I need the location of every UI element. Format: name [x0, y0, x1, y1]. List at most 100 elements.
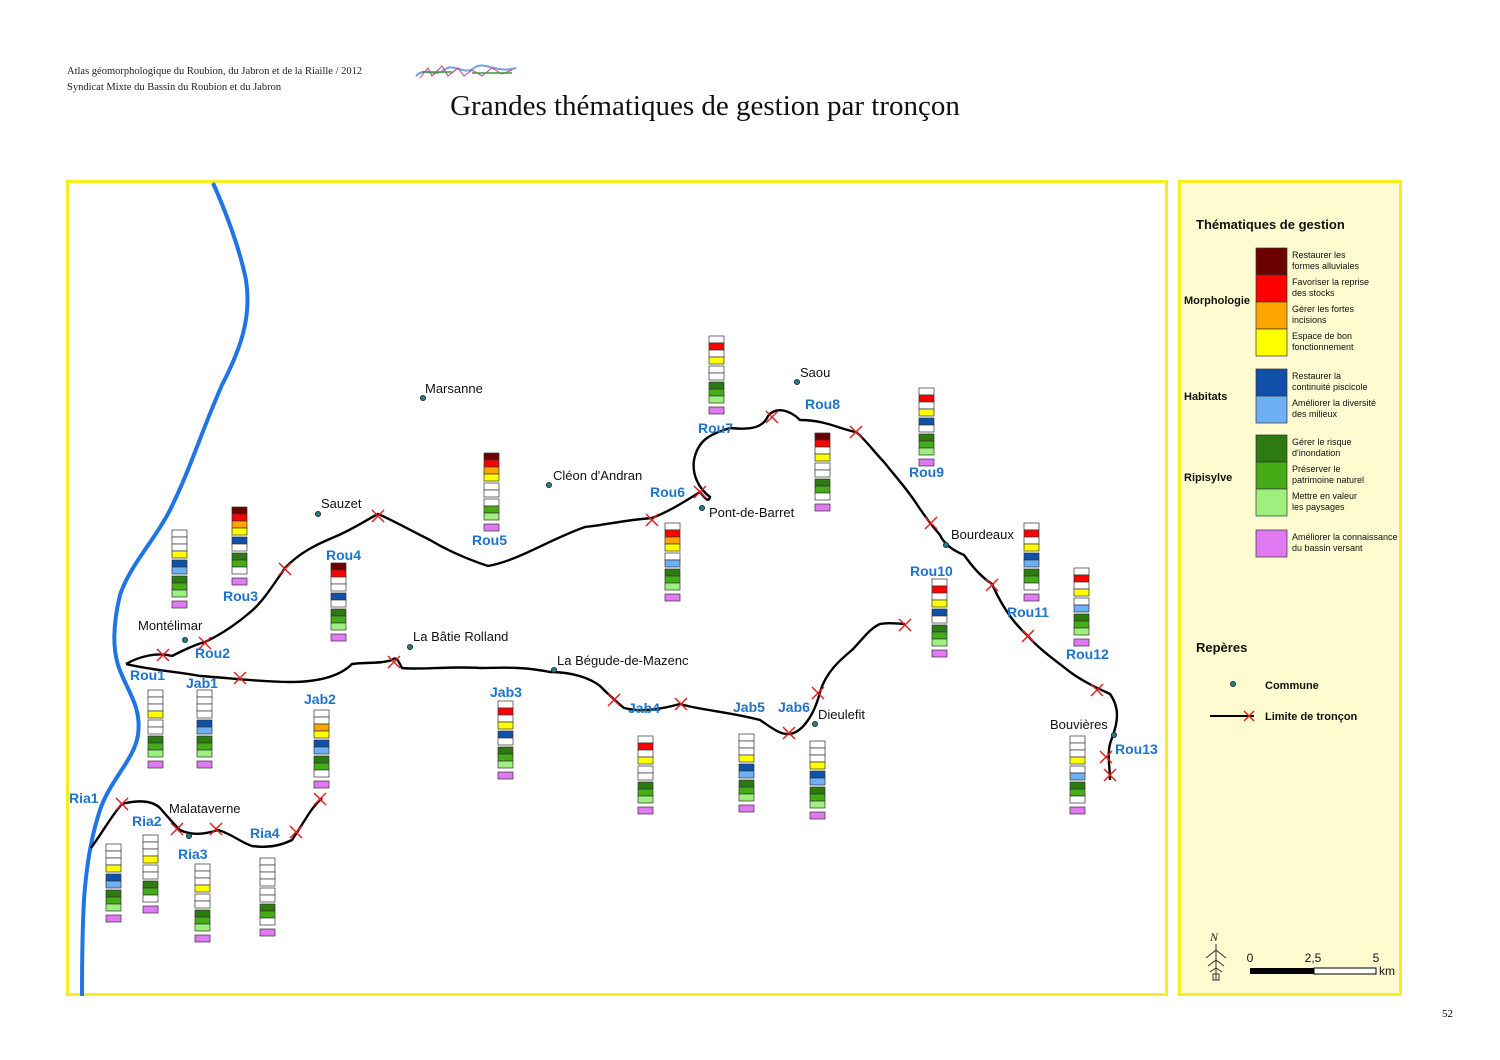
- theme-cell: [918, 401, 935, 410]
- theme-cell: [483, 498, 500, 507]
- theme-cell: [918, 417, 935, 426]
- theme-cell: [330, 599, 347, 608]
- theme-cell: [171, 589, 188, 598]
- theme-cell: [313, 746, 330, 755]
- theme-cell: [497, 730, 514, 739]
- segment-theme-bar-jab1: [196, 689, 213, 769]
- segment-theme-bar-jab5: [738, 733, 755, 813]
- theme-cell: [147, 689, 164, 698]
- theme-cell: [1069, 749, 1086, 758]
- legend-item-label: Mettre en valeur: [1292, 491, 1357, 501]
- segment-limit-cross: [313, 792, 327, 806]
- theme-cell: [1023, 593, 1040, 602]
- theme-cell: [313, 769, 330, 778]
- segment-limit-cross: [115, 797, 129, 811]
- segment-limit-cross: [811, 686, 825, 700]
- theme-cell: [147, 696, 164, 705]
- theme-cell: [738, 786, 755, 795]
- theme-cell: [1069, 772, 1086, 781]
- theme-cell: [231, 552, 248, 561]
- legend-item-label: incisions: [1292, 315, 1327, 325]
- theme-cell: [664, 536, 681, 545]
- theme-cell: [637, 765, 654, 774]
- theme-cell: [105, 873, 122, 882]
- theme-cell: [1073, 574, 1090, 583]
- legend-swatch: [1255, 301, 1288, 330]
- commune-marker: [406, 644, 413, 651]
- theme-cell: [259, 857, 276, 866]
- theme-cell: [330, 608, 347, 617]
- theme-cell: [1073, 588, 1090, 597]
- commune-marker: [185, 833, 192, 840]
- theme-cell: [142, 880, 159, 889]
- theme-cell: [637, 735, 654, 744]
- theme-cell: [259, 864, 276, 873]
- segment-theme-bar-rou4: [330, 562, 347, 642]
- theme-cell: [330, 622, 347, 631]
- segment-limit-cross: [209, 822, 223, 836]
- segment-label: Rou3: [223, 588, 258, 604]
- theme-cell: [105, 857, 122, 866]
- theme-cell: [814, 453, 831, 462]
- theme-cell: [313, 716, 330, 725]
- theme-cell: [809, 811, 826, 820]
- theme-cell: [171, 559, 188, 568]
- theme-cell: [231, 536, 248, 545]
- theme-cell: [483, 512, 500, 521]
- theme-cell: [738, 763, 755, 772]
- theme-cell: [664, 559, 681, 568]
- theme-cell: [483, 466, 500, 475]
- segment-limit-cross: [924, 516, 938, 530]
- legend-item-label: les paysages: [1292, 502, 1345, 512]
- theme-cell: [708, 372, 725, 381]
- legend-swatch: [1255, 247, 1288, 276]
- theme-cell: [918, 387, 935, 396]
- theme-cell: [259, 917, 276, 926]
- commune-legend-label: Commune: [1265, 680, 1319, 692]
- theme-cell: [738, 733, 755, 742]
- theme-cell: [1073, 604, 1090, 613]
- segment-label: Rou8: [805, 396, 840, 412]
- commune-marker: [551, 667, 558, 674]
- commune-label: La Bâtie Rolland: [413, 629, 508, 644]
- theme-cell: [231, 559, 248, 568]
- theme-cell: [738, 754, 755, 763]
- segment-label: Jab2: [304, 691, 336, 707]
- commune-label: La Bégude-de-Mazenc: [557, 653, 689, 668]
- theme-cell: [194, 923, 211, 932]
- theme-cell: [809, 747, 826, 756]
- theme-cell: [1069, 795, 1086, 804]
- legend-item-label: Restaurer les: [1292, 250, 1346, 260]
- theme-cell: [483, 473, 500, 482]
- legend-item-label: patrimoine naturel: [1292, 475, 1364, 485]
- theme-cell: [1023, 536, 1040, 545]
- theme-cell: [313, 723, 330, 732]
- segment-theme-bar-rou10: [931, 578, 948, 658]
- theme-cell: [196, 742, 213, 751]
- segment-label: Rou11: [1007, 604, 1049, 620]
- segment-limit-cross: [170, 822, 184, 836]
- theme-cell: [931, 615, 948, 624]
- theme-cell: [231, 513, 248, 522]
- legend-swatch: [1255, 395, 1288, 424]
- theme-cell: [1023, 522, 1040, 531]
- header-atlas-line: Atlas géomorphologique du Roubion, du Ja…: [67, 66, 363, 77]
- theme-cell: [330, 592, 347, 601]
- theme-cell: [637, 749, 654, 758]
- legend-swatch: [1255, 328, 1288, 357]
- reperes-title: Repères: [1196, 640, 1247, 655]
- theme-cell: [814, 492, 831, 501]
- commune-marker: [699, 504, 706, 511]
- theme-cell: [708, 356, 725, 365]
- theme-cell: [142, 841, 159, 850]
- theme-cell: [637, 772, 654, 781]
- commune-marker: [1111, 732, 1118, 739]
- theme-cell: [142, 848, 159, 857]
- segment-limit-cross: [674, 697, 688, 711]
- commune-marker: [943, 542, 950, 549]
- theme-cell: [259, 903, 276, 912]
- theme-cell: [931, 585, 948, 594]
- theme-cell: [497, 760, 514, 769]
- theme-cell: [708, 335, 725, 344]
